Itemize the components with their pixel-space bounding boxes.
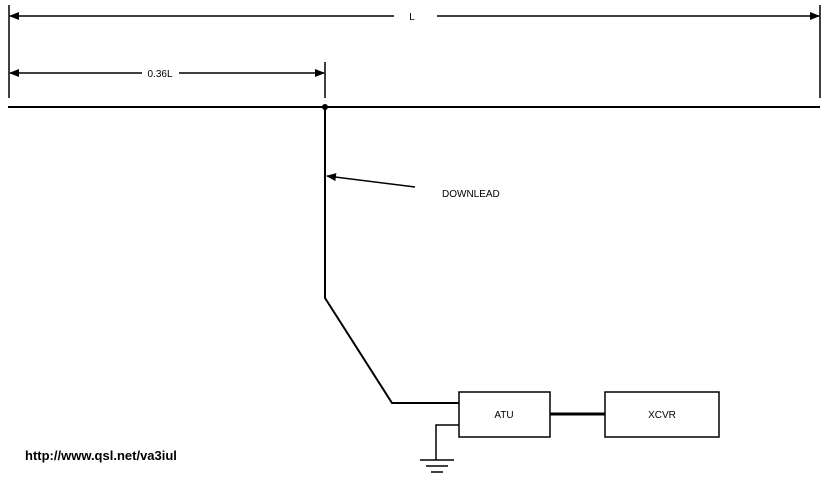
atu-label: ATU (494, 410, 513, 421)
dimension-l-label: L (409, 12, 415, 23)
atu-box (458, 391, 551, 438)
downlead-pointer-arrow (326, 173, 416, 188)
ground-icon (420, 459, 454, 473)
ground-wire (435, 424, 459, 460)
footer-url: http://www.qsl.net/va3iul (25, 448, 177, 463)
xcvr-label: XCVR (648, 410, 676, 421)
downlead-label: DOWNLEAD (442, 189, 500, 200)
dimension-036l-label: 0.36L (147, 69, 172, 80)
downlead-wire (324, 107, 459, 404)
xcvr-box (604, 391, 720, 438)
